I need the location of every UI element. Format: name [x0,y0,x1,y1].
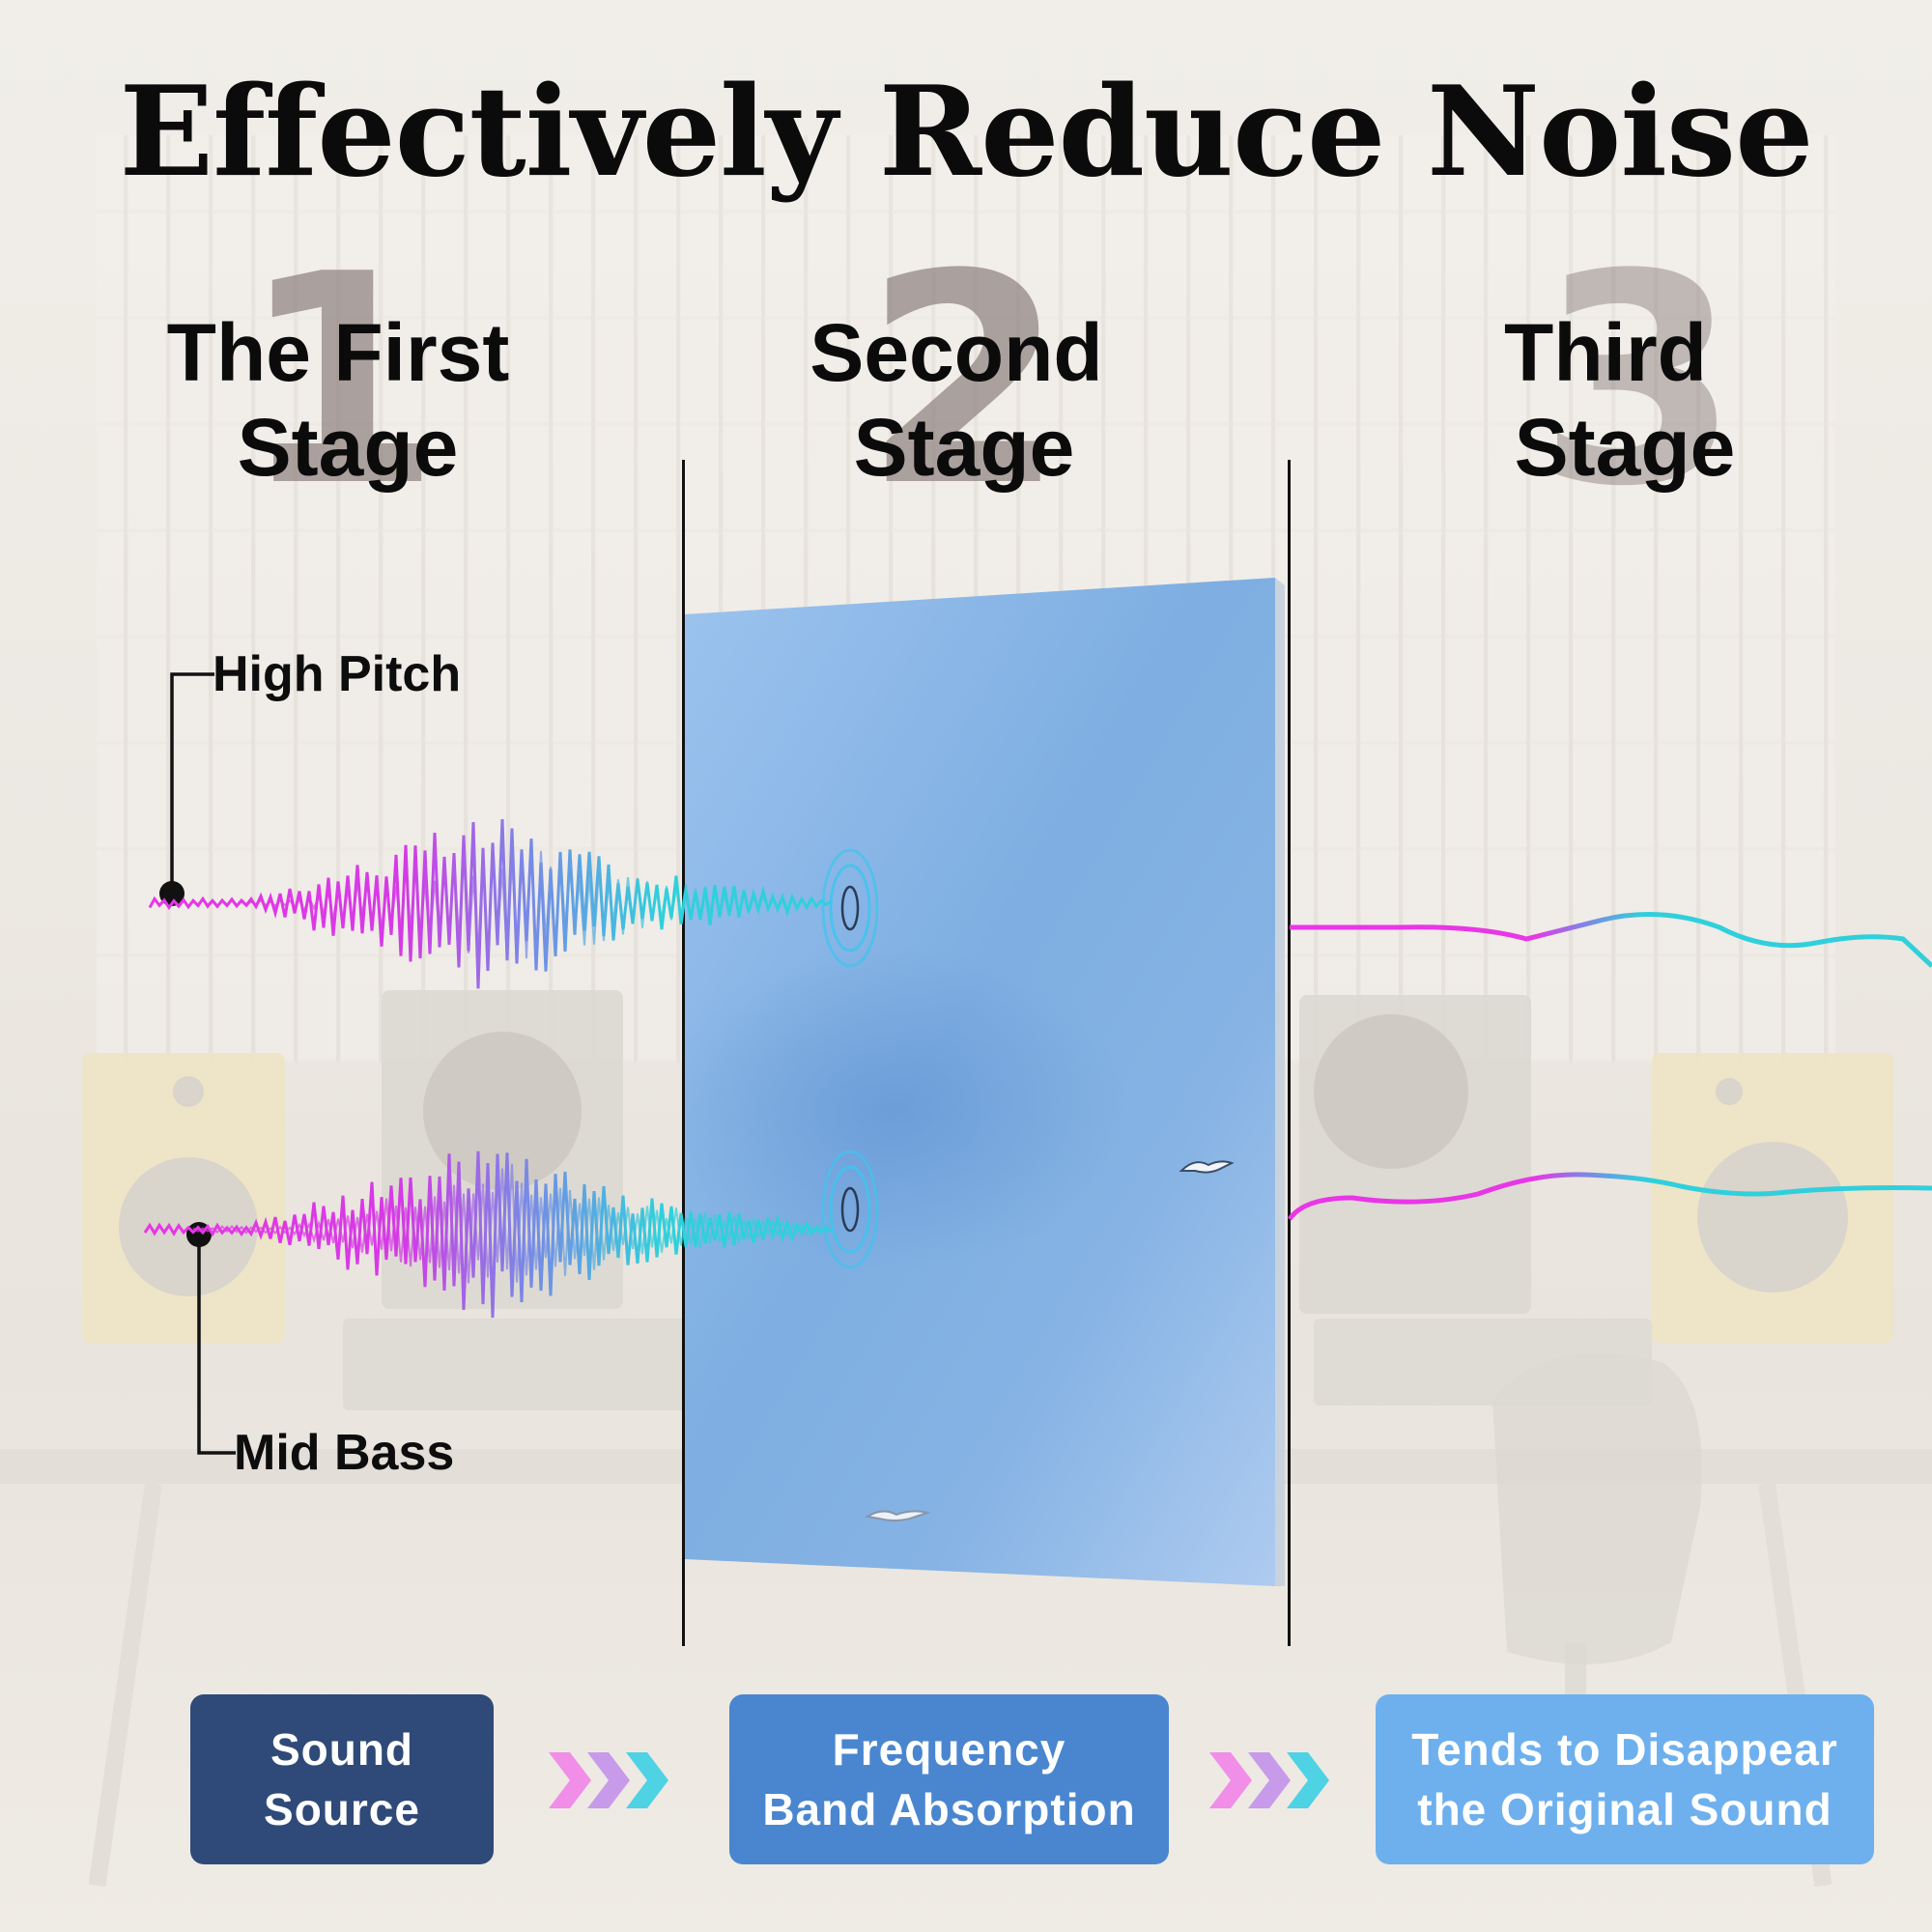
box-line: Tends to Disappear [1411,1724,1838,1775]
bird-icon [865,1510,931,1521]
page-title: Effectively Reduce Noise [119,60,1814,205]
high-pitch-pointer [170,672,214,894]
stage-divider-left [682,460,685,1646]
speaker-woofer [1314,1014,1468,1169]
mid-bass-output-wave [1287,1172,1932,1221]
mid-bass-wave [143,1151,832,1319]
speaker-woofer [423,1032,582,1190]
box-line: Sound [270,1724,414,1775]
panel-shadow [684,925,1275,1331]
box-line: Source [264,1784,420,1834]
stage-number-2: 2 [864,213,1065,550]
stage-title-line: Second [810,307,1103,398]
stage-title-line: Stage [1514,402,1736,493]
stage-number-3: 3 [1538,213,1740,550]
panel-edge [1275,578,1285,1586]
high-pitch-label: High Pitch [213,646,462,702]
speaker-tweeter [1716,1078,1743,1105]
high-pitch-wave-secondary [192,841,832,960]
frequency-absorption-box: Frequency Band Absorption [729,1694,1169,1864]
stage-title-line: The First [166,307,510,398]
stage-title-line: Stage [853,402,1075,493]
chevron-arrows-icon [549,1752,668,1808]
keyboard-left [343,1319,691,1410]
ripple-icon [821,1150,879,1269]
stage-title-second: Second Stage [715,305,1198,495]
acoustic-panel [684,578,1285,1586]
box-line: Band Absorption [762,1784,1136,1834]
stage-title-first: The First Stage [97,305,580,495]
speaker-tweeter [173,1076,204,1107]
chair [1492,1353,1702,1664]
disappear-sound-box: Tends to Disappear the Original Sound [1376,1694,1874,1864]
chevron-arrows-icon [1209,1752,1329,1808]
sound-source-box: Sound Source [190,1694,494,1864]
stage-number-1: 1 [240,213,441,550]
desk-leg [88,1482,162,1888]
ripple-icon [821,848,879,968]
mid-bass-label: Mid Bass [234,1425,455,1481]
speaker-woofer [1697,1142,1848,1293]
mid-bass-wave-secondary [192,1163,832,1284]
mid-bass-pointer [197,1235,236,1455]
stage-title-line: Third [1504,307,1707,398]
box-line: Frequency [832,1724,1066,1775]
box-line: the Original Sound [1417,1784,1833,1834]
stage-title-third: Third Stage [1383,305,1866,495]
stage-divider-right [1288,460,1291,1646]
stage-title-line: Stage [237,402,459,493]
bird-icon [1179,1160,1235,1174]
high-pitch-output-wave [1290,912,1932,968]
